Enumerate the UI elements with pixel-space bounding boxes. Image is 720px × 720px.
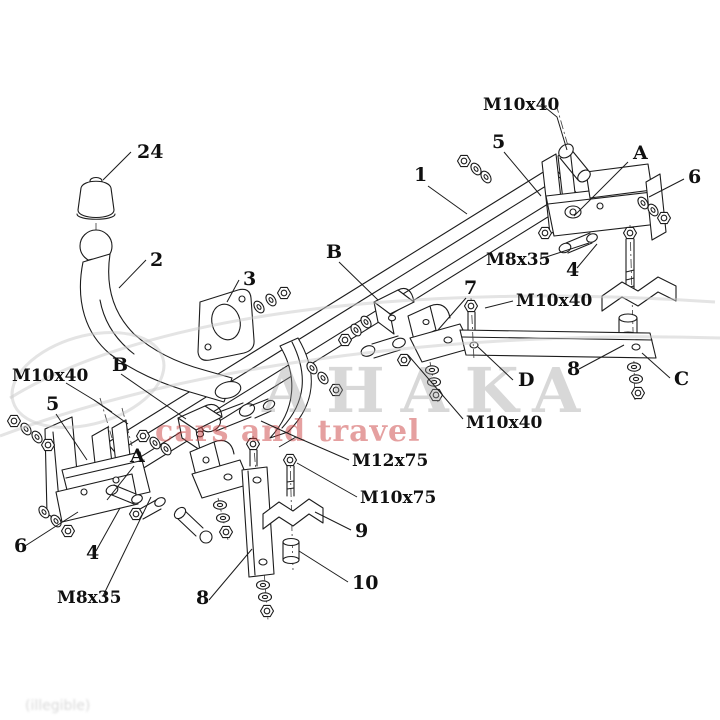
- callout-part-8-bottom: 8: [196, 587, 209, 609]
- callout-part-6-left: 6: [14, 535, 27, 557]
- leader-lines: [24, 103, 685, 601]
- washer: [251, 298, 267, 316]
- callout-point-b-upper: B: [326, 241, 342, 263]
- callout-spec-m8x35-left: M8x35: [57, 588, 121, 608]
- watermark-swoosh: [9, 294, 716, 400]
- callout-point-a-right: A: [632, 142, 648, 164]
- washer: [215, 513, 231, 523]
- corrugated-spacer-plate-9: [262, 498, 324, 530]
- callout-spec-m12x75: M12x75: [352, 451, 428, 471]
- washer: [212, 500, 228, 510]
- callout-part-1: 1: [414, 164, 427, 186]
- washer: [626, 362, 642, 372]
- support-bar-bottom: [241, 435, 275, 621]
- spacer-column-right: [601, 224, 677, 401]
- hex-nut: [259, 604, 275, 618]
- callout-part-10: 10: [352, 572, 378, 594]
- washer: [257, 592, 273, 602]
- callout-part-4-right: 4: [566, 259, 579, 281]
- bolt-head: [622, 226, 638, 240]
- hex-nut: [337, 333, 353, 347]
- callout-part-7: 7: [464, 277, 477, 299]
- callout-part-2: 2: [150, 249, 163, 271]
- washer: [628, 374, 644, 384]
- ball-cover-cap: [76, 176, 116, 234]
- callout-part-4-left: 4: [86, 542, 99, 564]
- bracket-b-lower: [135, 403, 223, 544]
- callout-part-3: 3: [243, 268, 256, 290]
- washer: [255, 580, 271, 590]
- callout-part-8-right: 8: [567, 358, 580, 380]
- callout-spec-m10x40-right: M10x40: [516, 291, 592, 311]
- watermark-swoosh: [10, 331, 166, 429]
- callout-part-5-left: 5: [46, 393, 59, 415]
- cylindrical-spacer-10: [282, 555, 300, 565]
- hex-nut: [40, 438, 56, 452]
- callout-part-5-right: 5: [492, 131, 505, 153]
- callout-point-c: C: [674, 368, 689, 390]
- watermark-swoosh: [0, 335, 720, 438]
- washer: [29, 428, 45, 446]
- callout-part-24: 24: [137, 141, 163, 163]
- watermark-slogan-text: cars and travel: [155, 414, 421, 449]
- hex-nut: [456, 154, 472, 168]
- bottom-left-fineprint: (illegible): [25, 698, 90, 714]
- corrugated-spacer-plate: [601, 276, 677, 312]
- hex-nut: [60, 524, 76, 538]
- hex-nut: [218, 525, 234, 539]
- bolt-head: [463, 299, 479, 313]
- callout-spec-m10x75: M10x75: [360, 488, 436, 508]
- callout-spec-m8x35-right: M8x35: [486, 250, 550, 270]
- bottom-spacer-column: [262, 453, 324, 571]
- callout-point-a-left: A: [129, 445, 145, 467]
- callout-spec-m10x40-top-right: M10x40: [483, 95, 559, 115]
- watermark-brand-text: AHAKA: [261, 354, 596, 427]
- watermark-layer: AHAKA cars and travel (illegible): [0, 294, 720, 714]
- lever-knob: [199, 530, 213, 544]
- hex-nut: [656, 211, 672, 225]
- callout-spec-m10x40-center: M10x40: [466, 413, 542, 433]
- callout-point-b-left: B: [112, 354, 128, 376]
- bolt-head: [282, 453, 298, 467]
- hex-nut: [6, 414, 22, 428]
- callout-part-6-right: 6: [688, 166, 701, 188]
- bolt-head: [537, 226, 553, 240]
- callout-point-d: D: [518, 369, 534, 391]
- hex-nut: [276, 286, 292, 300]
- washer: [263, 291, 279, 309]
- end-bracket-left: [6, 397, 166, 538]
- hex-nut: [630, 386, 646, 400]
- callout-spec-m10x40-left: M10x40: [12, 366, 88, 386]
- hex-nut: [135, 429, 151, 443]
- callout-part-9: 9: [355, 520, 368, 542]
- callout-labels: 24 2 3 1 M10x40 5 A 6 M8x35 4 B 7 M10x40…: [12, 95, 701, 609]
